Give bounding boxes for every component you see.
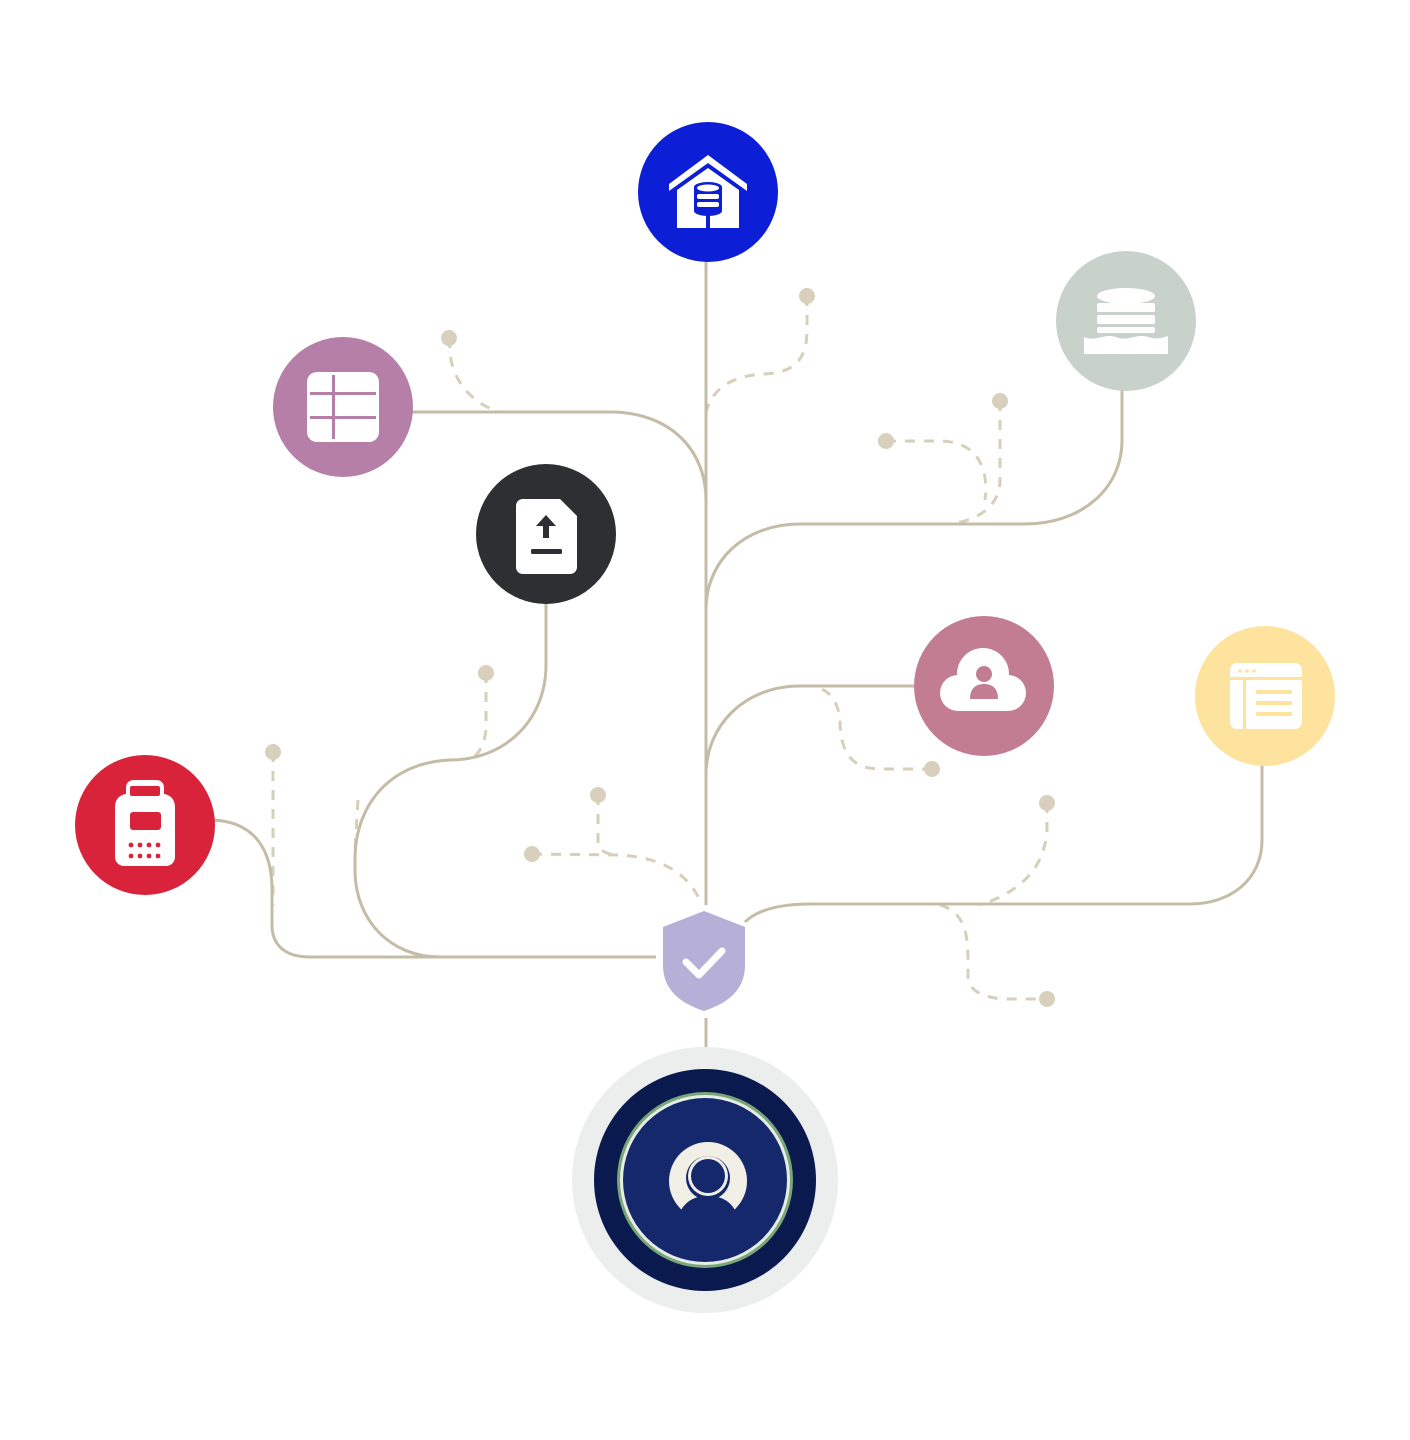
database-icon xyxy=(1084,288,1168,354)
warehouse-node[interactable] xyxy=(638,122,778,262)
connector-dot xyxy=(992,393,1008,409)
dashed-connectors xyxy=(271,296,1049,1001)
browser-window-icon xyxy=(1230,663,1302,729)
user-profile-node[interactable] xyxy=(572,1047,838,1313)
connector-dot xyxy=(441,330,457,346)
connector-dot xyxy=(478,665,494,681)
connector-dot xyxy=(1039,991,1055,1007)
connector-dot xyxy=(878,433,894,449)
connector-dot xyxy=(590,787,606,803)
cloud-user-node[interactable] xyxy=(914,616,1054,756)
cloud-user-icon xyxy=(940,648,1026,711)
file-upload-icon xyxy=(516,499,577,574)
user-profile-icon xyxy=(669,1142,747,1221)
payment-terminal-icon xyxy=(115,780,175,866)
security-shield-hub[interactable] xyxy=(663,911,745,1011)
web-app-node[interactable] xyxy=(1195,626,1335,766)
connector-dot xyxy=(924,761,940,777)
spreadsheet-node[interactable] xyxy=(273,337,413,477)
pos-terminal-node[interactable] xyxy=(75,755,215,895)
file-upload-node[interactable] xyxy=(476,464,616,604)
connector-dot xyxy=(265,744,281,760)
connector-dot xyxy=(524,846,540,862)
solid-connectors xyxy=(212,260,1264,1072)
data-warehouse-icon xyxy=(669,155,747,228)
connector-dot xyxy=(799,288,815,304)
connector-dot xyxy=(1039,795,1055,811)
shield-check-icon xyxy=(663,911,745,1011)
connector-dots xyxy=(265,288,1055,1007)
database-node[interactable] xyxy=(1056,251,1196,391)
table-grid-icon xyxy=(307,372,379,442)
